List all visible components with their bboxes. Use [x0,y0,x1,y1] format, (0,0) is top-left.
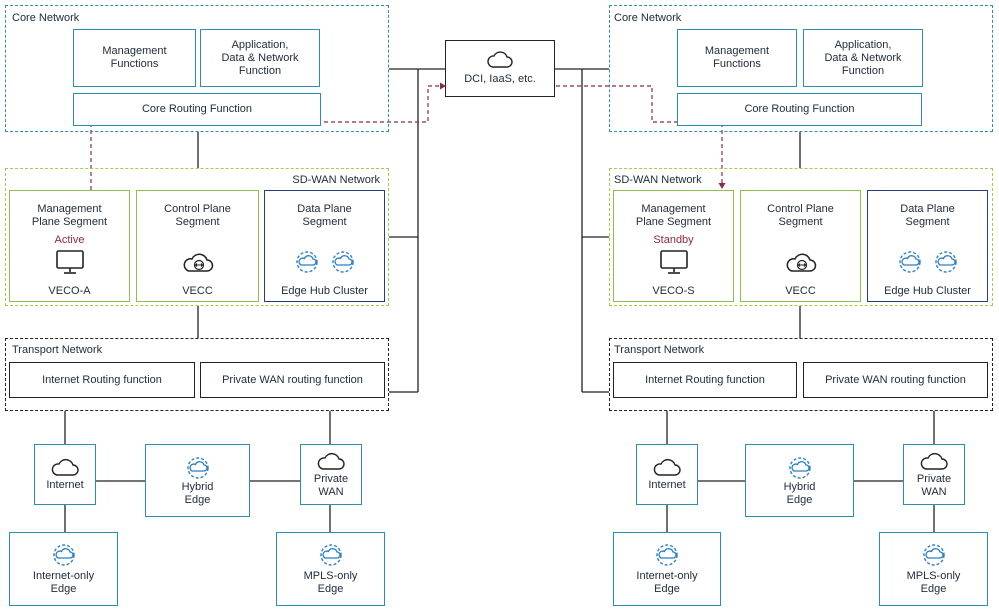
edge-icon [185,455,211,481]
internet-only-edge-right: Internet-only Edge [613,532,721,606]
edge-hub-icon [868,249,987,275]
data-plane-segment-right: Data Plane Segment Edge Hub Cluster [867,190,988,302]
core-routing-right: Core Routing Function [677,93,922,126]
arrowhead-veco-s [718,183,726,189]
edge-icon [654,542,680,570]
monitor-icon [10,249,129,275]
cloud-icon [487,51,513,73]
management-functions-left: Management Functions [73,29,196,87]
dci-label: DCI, IaaS, etc. [464,73,536,85]
sdwan-network-title-left: SD-WAN Network [292,174,380,186]
core-network-title-left: Core Network [12,12,80,24]
transport-network-title-right: Transport Network [614,344,705,356]
dashed-link-left [90,85,442,190]
status-active: Active [54,234,85,246]
core-network-title-right: Core Network [614,12,682,24]
transport-network-title-left: Transport Network [12,344,103,356]
core-network-left: Core Network [5,5,389,132]
edge-icon [787,455,813,481]
cloud-arrows-icon [741,249,860,275]
hybrid-edge-left: Hybrid Edge [145,444,250,517]
private-wan-routing-left: Private WAN routing function [200,362,385,398]
mpls-only-edge-right: MPLS-only Edge [879,532,988,606]
internet-node-right: Internet [636,444,698,505]
private-wan-node-right: Private WAN [903,444,965,505]
application-function-left: Application, Data & Network Function [200,29,320,87]
cloud-arrows-icon [137,249,258,275]
hybrid-edge-right: Hybrid Edge [745,444,854,517]
application-function-right: Application, Data & Network Function [803,29,923,87]
sdwan-network-left: SD-WAN Network [5,168,389,306]
mgmt-plane-segment-right: Management Plane Segment Standby VECO-S [613,190,734,302]
edge-hub-icon [265,249,384,275]
status-standby: Standby [653,234,694,246]
monitor-icon [614,249,733,275]
transport-network-right: Transport Network [609,338,993,411]
cloud-icon [920,451,948,473]
control-plane-segment-left: Control Plane Segment VECC [136,190,259,302]
control-plane-segment-right: Control Plane Segment VECC [740,190,861,302]
internet-node-left: Internet [34,444,96,505]
cloud-icon [317,451,345,473]
edge-icon [51,542,77,570]
cloud-icon [51,457,79,479]
sdwan-network-title-right: SD-WAN Network [614,174,702,186]
private-wan-routing-right: Private WAN routing function [803,362,988,398]
sdwan-network-right: SD-WAN Network [609,168,993,306]
internet-only-edge-left: Internet-only Edge [9,532,118,606]
core-network-right: Core Network [609,5,993,132]
edge-icon [921,542,947,570]
mgmt-plane-segment-left: Management Plane Segment Active VECO-A [9,190,130,302]
dci-box: DCI, IaaS, etc. [445,40,555,97]
internet-routing-right: Internet Routing function [613,362,797,398]
edge-icon [318,542,344,570]
transport-network-left: Transport Network [5,338,389,411]
dashed-link-right [556,85,723,184]
arrowhead-dci [440,82,446,90]
cloud-icon [653,457,681,479]
core-routing-left: Core Routing Function [73,93,321,126]
private-wan-node-left: Private WAN [300,444,362,505]
mpls-only-edge-left: MPLS-only Edge [276,532,385,606]
management-functions-right: Management Functions [677,29,797,87]
data-plane-segment-left: Data Plane Segment Edge Hub Cluster [264,190,385,302]
internet-routing-left: Internet Routing function [9,362,195,398]
